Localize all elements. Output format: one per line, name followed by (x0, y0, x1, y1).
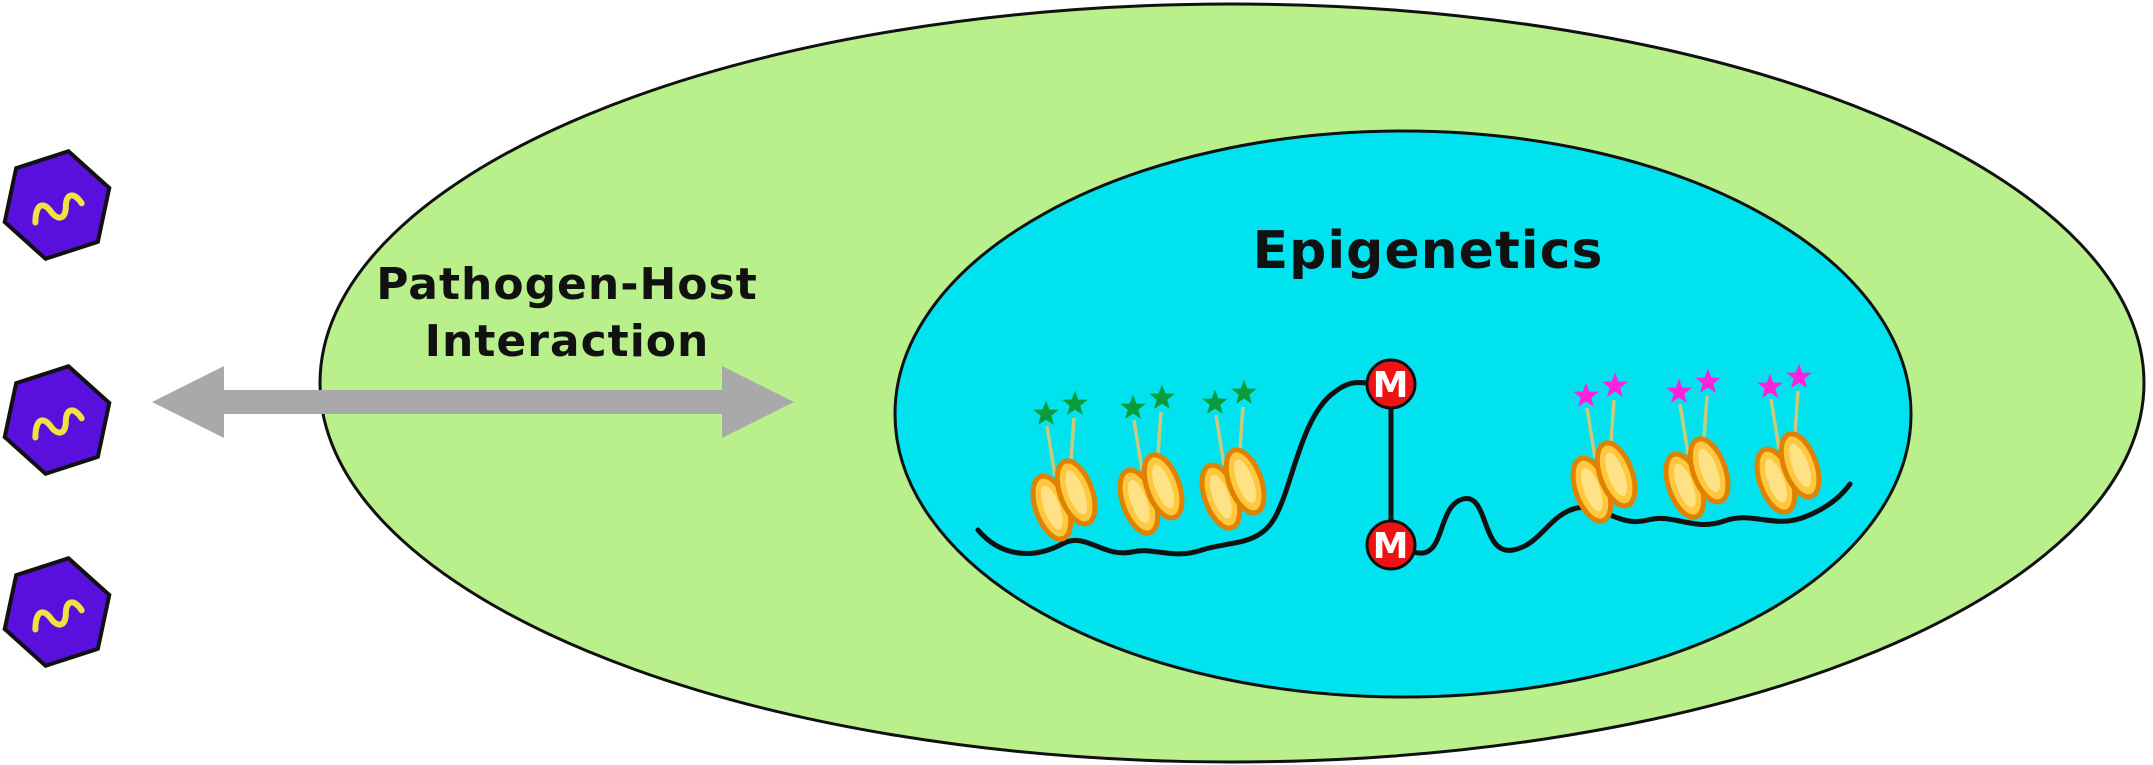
pathogen-1 (0, 141, 115, 268)
nucleus (893, 129, 1913, 699)
interaction-label-line2: Interaction (425, 316, 710, 367)
pathogen-3 (0, 548, 115, 675)
pathogen-2 (0, 356, 115, 483)
dna-methylation-mark-bottom: M (1365, 519, 1417, 571)
methylation-circle-icon (1365, 519, 1417, 571)
interaction-arrow (152, 366, 794, 438)
nucleus-title: Epigenetics (1253, 221, 1604, 281)
methylation-circle-icon (1365, 358, 1417, 410)
pathogen-group (0, 141, 115, 675)
methylation-letter: M (1373, 526, 1410, 567)
interaction-label-line1: Pathogen-Host (376, 259, 758, 310)
methylation-letter: M (1373, 365, 1410, 406)
dna-methylation-mark-top: M (1365, 358, 1417, 410)
